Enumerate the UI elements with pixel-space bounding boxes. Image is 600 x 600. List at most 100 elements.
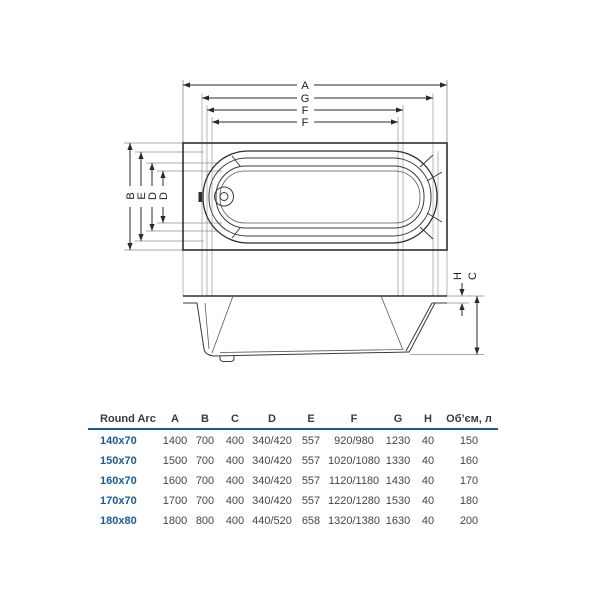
left-wall-inner-line (204, 302, 210, 350)
row-size-label: 170x70 (100, 495, 137, 507)
row-size-label: 140x70 (100, 435, 137, 447)
table-row: 140x70 1400 700 400 340/420 557 920/980 … (88, 431, 498, 451)
tub-basin-bottom (219, 170, 421, 224)
col-header-f: F (350, 412, 358, 425)
cell-value: 170 (459, 475, 479, 487)
cell-value: 1020/1080 (328, 455, 380, 467)
cell-value: 340/420 (252, 455, 292, 467)
col-header-c: C (231, 412, 239, 425)
cell-value: 400 (225, 455, 245, 467)
cell-value: 1630 (385, 515, 411, 527)
cell-value: 40 (421, 435, 435, 447)
cell-value: 557 (301, 495, 321, 507)
bathtub-side-view (183, 295, 447, 362)
table-title: Round Arc (100, 412, 156, 425)
dim-label-c: C (467, 272, 479, 280)
cell-value: 1430 (385, 475, 411, 487)
spec-table: Round Arc A B C D E F G H Об’єм, л 140x7… (88, 410, 498, 531)
col-header-a: A (171, 412, 179, 425)
dim-label-f1: F (302, 105, 309, 117)
cell-value: 400 (225, 435, 245, 447)
table-row: 180x80 1800 800 400 440/520 658 1320/138… (88, 511, 498, 531)
table-row: 170x70 1700 700 400 340/420 557 1220/128… (88, 491, 498, 511)
cell-value: 440/520 (252, 515, 292, 527)
col-header-e: E (307, 412, 315, 425)
col-header-g: G (393, 412, 403, 425)
cell-value: 160 (459, 455, 479, 467)
drain-bump (219, 356, 235, 362)
right-end-spokes (419, 154, 443, 240)
cell-value: 1700 (162, 495, 188, 507)
dim-label-h: H (452, 272, 464, 280)
cell-value: 557 (301, 435, 321, 447)
projection-lines (182, 80, 448, 296)
cell-value: 150 (459, 435, 479, 447)
cell-value: 400 (225, 515, 245, 527)
tub-basin-edge (215, 165, 425, 229)
cell-value: 400 (225, 495, 245, 507)
cell-value: 40 (421, 475, 435, 487)
cell-value: 1530 (385, 495, 411, 507)
cell-value: 340/420 (252, 495, 292, 507)
drain-outer-circle (214, 186, 234, 207)
spec-table-header: Round Arc A B C D E F G H Об’єм, л (88, 410, 498, 427)
drain-inner-circle (219, 192, 229, 201)
cell-value: 1500 (162, 455, 188, 467)
cell-value: 1320/1380 (328, 515, 380, 527)
cell-value: 700 (195, 495, 215, 507)
cell-value: 40 (421, 455, 435, 467)
cell-value: 1400 (162, 435, 188, 447)
col-header-volume: Об’єм, л (446, 412, 492, 425)
bathtub-technical-drawing: A G F F B E D D (124, 80, 484, 362)
cell-value: 340/420 (252, 475, 292, 487)
overflow-mark (198, 192, 202, 202)
col-header-b: B (201, 412, 209, 425)
cell-value: 700 (195, 455, 215, 467)
dim-label-g: G (301, 93, 310, 105)
tub-rim-inner-edge (208, 157, 432, 237)
cell-value: 557 (301, 475, 321, 487)
bottom-inner-line (219, 349, 403, 353)
cell-value: 1220/1280 (328, 495, 380, 507)
cell-value: 1230 (385, 435, 411, 447)
right-inner-slope (380, 295, 404, 351)
cell-value: 557 (301, 455, 321, 467)
bottom-line (213, 351, 410, 357)
cell-value: 800 (195, 515, 215, 527)
row-size-label: 150x70 (100, 455, 137, 467)
cell-value: 40 (421, 495, 435, 507)
cell-value: 180 (459, 495, 479, 507)
apron-frame (182, 142, 448, 251)
cell-value: 1600 (162, 475, 188, 487)
col-header-d: D (268, 412, 276, 425)
cell-value: 920/980 (334, 435, 374, 447)
table-row: 160x70 1600 700 400 340/420 557 1120/118… (88, 471, 498, 491)
tub-outer-rim (202, 150, 438, 244)
cell-value: 1330 (385, 455, 411, 467)
table-row: 150x70 1500 700 400 340/420 557 1020/108… (88, 451, 498, 471)
col-header-h: H (424, 412, 432, 425)
dim-label-b: B (125, 192, 137, 199)
cell-value: 400 (225, 475, 245, 487)
right-outer-wall (405, 302, 436, 353)
left-end-spokes (231, 155, 241, 239)
cell-value: 1800 (162, 515, 188, 527)
cell-value: 700 (195, 435, 215, 447)
dim-label-d2: D (158, 192, 170, 200)
dim-label-d1: D (147, 192, 159, 200)
cell-value: 658 (301, 515, 321, 527)
row-size-label: 180x80 (100, 515, 137, 527)
left-outer-wall (196, 302, 215, 357)
cell-value: 340/420 (252, 435, 292, 447)
cell-value: 200 (459, 515, 479, 527)
bathtub-top-view (182, 142, 448, 251)
cell-value: 40 (421, 515, 435, 527)
dim-label-e: E (136, 192, 148, 199)
cell-value: 1120/1180 (328, 475, 380, 487)
left-dimensions: B E D D (124, 142, 222, 251)
header-divider (88, 428, 498, 430)
cell-value: 700 (195, 475, 215, 487)
row-size-label: 160x70 (100, 475, 137, 487)
right-dimensions: H C (410, 272, 484, 355)
left-inner-slope (211, 295, 234, 354)
